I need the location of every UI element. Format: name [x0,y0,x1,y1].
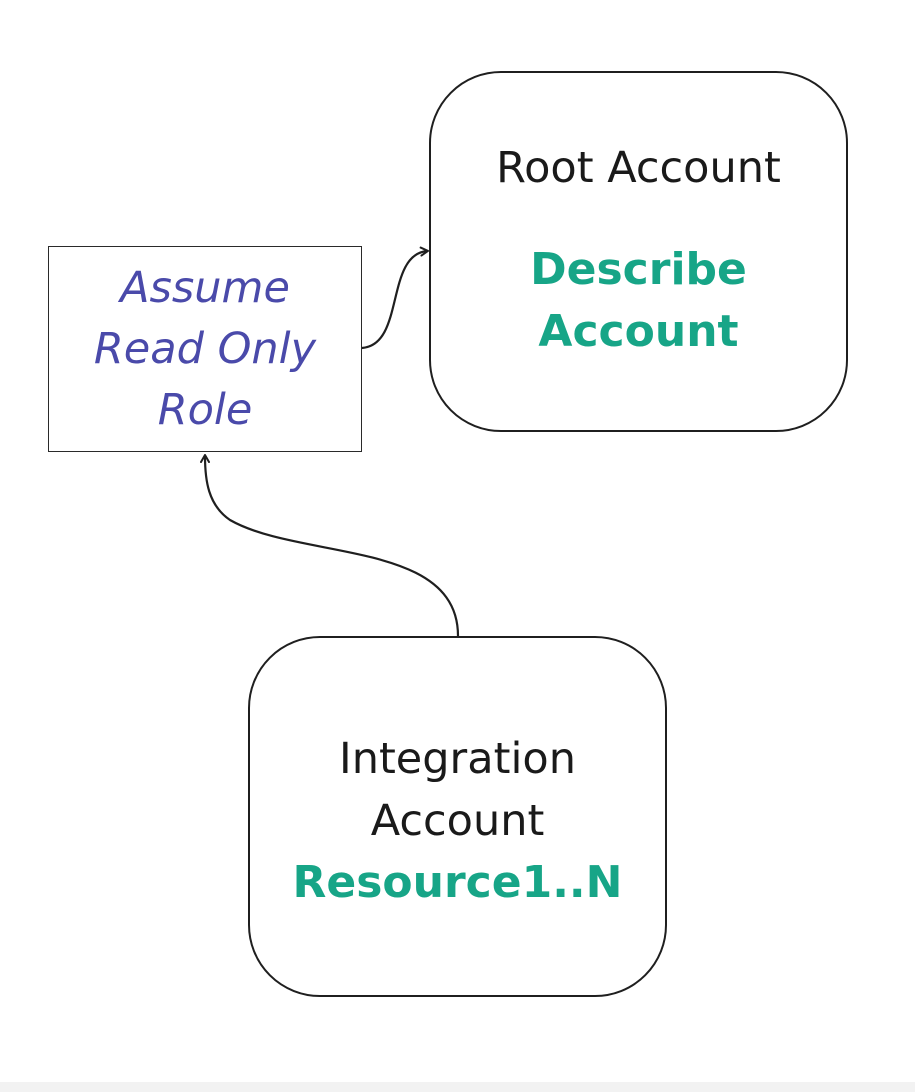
describe-action-line2: Account [538,306,739,357]
describe-action-line1: Describe [530,244,747,295]
root-account-title: Root Account [496,143,781,193]
role-line-1: Assume [120,262,290,313]
role-line-3: Role [157,384,253,435]
integration-title-line1: Integration [339,733,576,784]
bottom-strip [0,1082,915,1092]
resource-label: Resource1..N [292,856,623,908]
edge-integration-to-role [200,454,460,637]
assume-role-node[interactable]: Assume Read Only Role [48,246,362,452]
role-line-2: Read Only [93,323,317,374]
integration-account-node[interactable]: Integration Account Resource1..N [248,636,667,997]
integration-title-line2: Account [370,795,545,846]
root-account-node[interactable]: Root Account Describe Account [429,71,848,432]
edge-role-to-root [361,246,429,350]
